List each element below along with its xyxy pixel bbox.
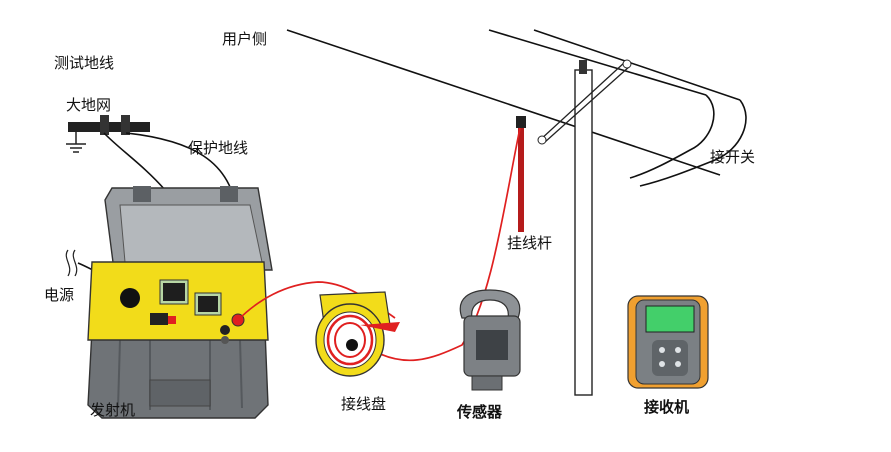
power-wave-icon bbox=[65, 249, 78, 277]
label-hanging-rod: 挂线杆 bbox=[507, 234, 553, 252]
label-transmitter: 发射机 bbox=[90, 401, 136, 419]
label-earth-grid: 大地网 bbox=[66, 96, 112, 114]
overhead-lines bbox=[286, 29, 747, 187]
label-cable-reel: 接线盘 bbox=[341, 395, 387, 413]
label-test-ground: 测试地线 bbox=[54, 54, 115, 72]
ground-symbol-icon bbox=[66, 143, 86, 153]
label-receiver: 接收机 bbox=[644, 398, 690, 416]
utility-pole bbox=[537, 59, 632, 396]
label-sensor: 传感器 bbox=[457, 403, 503, 421]
cable-reel-icon bbox=[315, 291, 400, 377]
earth-grid-bar bbox=[68, 115, 150, 144]
label-user-side: 用户侧 bbox=[222, 30, 268, 48]
handheld-receiver-icon bbox=[627, 295, 709, 389]
label-switch-side: 接开关 bbox=[710, 148, 756, 166]
clamp-sensor-icon bbox=[459, 289, 521, 391]
label-power: 电源 bbox=[44, 286, 75, 304]
transmitter-case-icon bbox=[87, 186, 273, 419]
hanging-rod bbox=[516, 116, 526, 232]
label-protect-ground: 保护地线 bbox=[188, 139, 249, 157]
